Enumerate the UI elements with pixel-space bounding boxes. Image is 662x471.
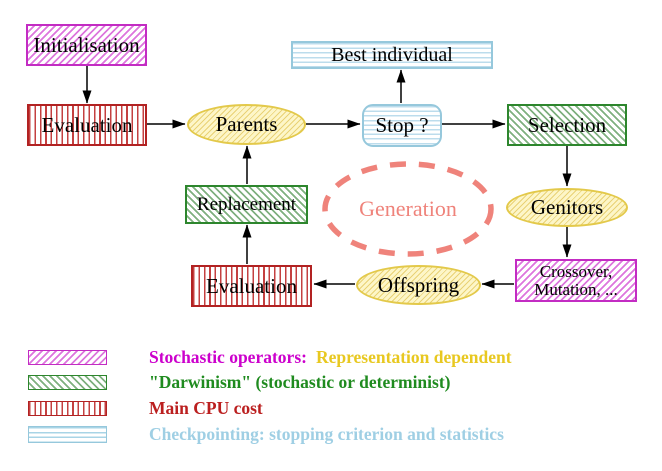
legend-row-checkpointing: Checkpointing: stopping criterion and st… (28, 424, 504, 445)
legend-label-representation-dependent: Representation dependent (315, 347, 512, 367)
legend-label-stochastic: Stochastic operators: Representation depe… (149, 347, 512, 368)
node-genitors: Genitors (506, 188, 628, 227)
legend-swatch-checkpointing (28, 426, 107, 443)
node-initialisation: Initialisation (26, 24, 147, 66)
node-parents: Parents (187, 104, 306, 145)
legend-swatch-stochastic-operators (28, 350, 107, 365)
node-evaluation-bottom-label: Evaluation (206, 273, 297, 298)
node-best-individual-label: Best individual (331, 43, 453, 66)
node-evaluation-top: Evaluation (27, 104, 147, 146)
legend-label-stochastic-primary: Stochastic operators: (149, 347, 307, 367)
node-evaluation-top-label: Evaluation (41, 112, 133, 137)
node-offspring-label: Offspring (377, 272, 460, 297)
node-genitors-label: Genitors (530, 195, 604, 220)
node-crossover-line1: Crossover, (539, 261, 613, 281)
node-initialisation-label: Initialisation (33, 32, 140, 57)
node-parents-label: Parents (215, 112, 278, 137)
legend-label-cpu-cost: Main CPU cost (149, 398, 263, 418)
legend-swatch-darwinism (28, 375, 107, 390)
legend-label-checkpointing: Checkpointing: stopping criterion and st… (149, 424, 504, 444)
generation-label: Generation (359, 196, 457, 221)
node-stop-label: Stop ? (375, 113, 429, 138)
node-best-individual: Best individual (291, 41, 493, 69)
legend-row-cpu-cost: Main CPU cost (28, 398, 263, 419)
node-stop: Stop ? (362, 104, 442, 147)
legend-row-darwinism: "Darwinism" (stochastic or determinist) (28, 372, 451, 393)
node-crossover-line2: Mutation, ... (534, 279, 618, 299)
node-replacement: Replacement (185, 185, 308, 224)
node-selection-label: Selection (527, 112, 607, 137)
generation-dashed-ellipse (322, 161, 494, 257)
node-replacement-label: Replacement (196, 193, 297, 215)
legend-swatch-cpu-cost (28, 401, 107, 416)
node-offspring: Offspring (356, 265, 481, 305)
legend-row-stochastic: Stochastic operators: Representation depe… (28, 347, 512, 368)
node-selection: Selection (507, 104, 627, 146)
node-evaluation-bottom: Evaluation (191, 265, 312, 307)
legend-label-darwinism: "Darwinism" (stochastic or determinist) (149, 372, 451, 392)
node-crossover-mutation: Crossover, Mutation, ... (515, 259, 637, 302)
